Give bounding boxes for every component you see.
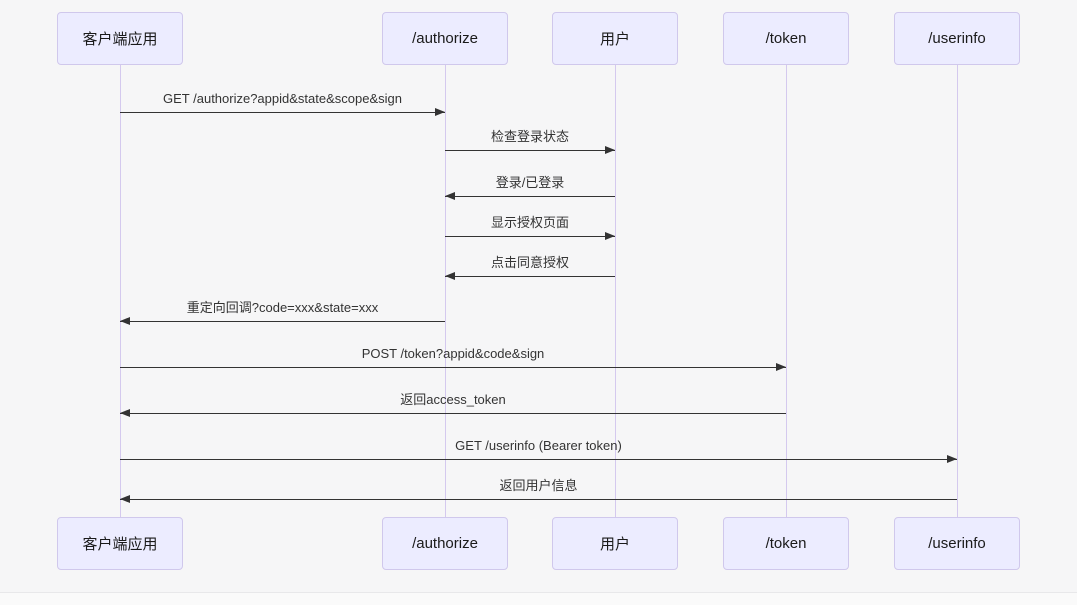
- message-redirect-callback: 重定向回调?code=xxx&state=xxx: [120, 299, 445, 327]
- arrowhead-left-icon: [120, 409, 130, 417]
- message-arrow-line: [120, 112, 445, 113]
- message-text: 重定向回调?code=xxx&state=xxx: [186, 300, 379, 315]
- message-show-auth-page: 显示授权页面: [445, 214, 615, 242]
- participant-label: 用户: [599, 31, 630, 48]
- message-return-userinfo: 返回用户信息: [120, 477, 957, 505]
- participant-label: /userinfo: [928, 30, 986, 47]
- message-click-agree: 点击同意授权: [445, 254, 615, 282]
- message-text: GET /userinfo (Bearer token): [455, 438, 622, 453]
- arrowhead-left-icon: [445, 192, 455, 200]
- participant-label: 客户端应用: [82, 536, 158, 553]
- participant-label: 客户端应用: [82, 31, 158, 48]
- message-text: 返回access_token: [400, 392, 506, 407]
- message-return-access-token: 返回access_token: [120, 391, 786, 419]
- arrowhead-left-icon: [120, 317, 130, 325]
- arrowhead-right-icon: [776, 363, 786, 371]
- participant-label: 用户: [599, 536, 630, 553]
- message-arrow-line: [120, 413, 786, 414]
- message-text: 登录/已登录: [495, 175, 565, 190]
- message-arrow-line: [120, 367, 786, 368]
- participant-token-bottom: /token: [723, 517, 849, 570]
- message-get-userinfo: GET /userinfo (Bearer token): [120, 437, 957, 465]
- lifeline-client: [120, 65, 121, 517]
- participant-client-bottom: 客户端应用: [57, 517, 183, 570]
- arrowhead-right-icon: [605, 232, 615, 240]
- participant-authorize-top: /authorize: [382, 12, 508, 65]
- message-arrow-line: [445, 276, 615, 277]
- message-text: POST /token?appid&code&sign: [361, 346, 545, 361]
- participant-label: /userinfo: [928, 535, 986, 552]
- participant-user-bottom: 用户: [552, 517, 678, 570]
- lifeline-userinfo: [957, 65, 958, 517]
- arrowhead-right-icon: [947, 455, 957, 463]
- message-check-login: 检查登录状态: [445, 128, 615, 156]
- message-arrow-line: [120, 459, 957, 460]
- message-text: 返回用户信息: [499, 478, 578, 493]
- message-arrow-line: [445, 236, 615, 237]
- message-text: 点击同意授权: [490, 255, 569, 270]
- message-text: GET /authorize?appid&state&scope&sign: [163, 91, 402, 106]
- message-arrow-line: [445, 196, 615, 197]
- lifeline-user: [615, 65, 616, 517]
- message-arrow-line: [445, 150, 615, 151]
- participant-client-top: 客户端应用: [57, 12, 183, 65]
- participant-label: /token: [765, 535, 807, 552]
- message-text: 检查登录状态: [490, 129, 569, 144]
- participant-authorize-bottom: /authorize: [382, 517, 508, 570]
- participant-label: /authorize: [412, 30, 478, 47]
- participant-userinfo-top: /userinfo: [894, 12, 1020, 65]
- message-get-authorize: GET /authorize?appid&state&scope&sign: [120, 90, 445, 118]
- arrowhead-right-icon: [435, 108, 445, 116]
- participant-userinfo-bottom: /userinfo: [894, 517, 1020, 570]
- message-arrow-line: [120, 321, 445, 322]
- participant-user-top: 用户: [552, 12, 678, 65]
- message-arrow-line: [120, 499, 957, 500]
- arrowhead-right-icon: [605, 146, 615, 154]
- message-post-token: POST /token?appid&code&sign: [120, 345, 786, 373]
- lifeline-authorize: [445, 65, 446, 517]
- arrowhead-left-icon: [120, 495, 130, 503]
- participant-token-top: /token: [723, 12, 849, 65]
- message-login-done: 登录/已登录: [445, 174, 615, 202]
- participant-label: /token: [765, 30, 807, 47]
- message-text: 显示授权页面: [490, 215, 569, 230]
- lifeline-token: [786, 65, 787, 517]
- participant-label: /authorize: [412, 535, 478, 552]
- arrowhead-left-icon: [445, 272, 455, 280]
